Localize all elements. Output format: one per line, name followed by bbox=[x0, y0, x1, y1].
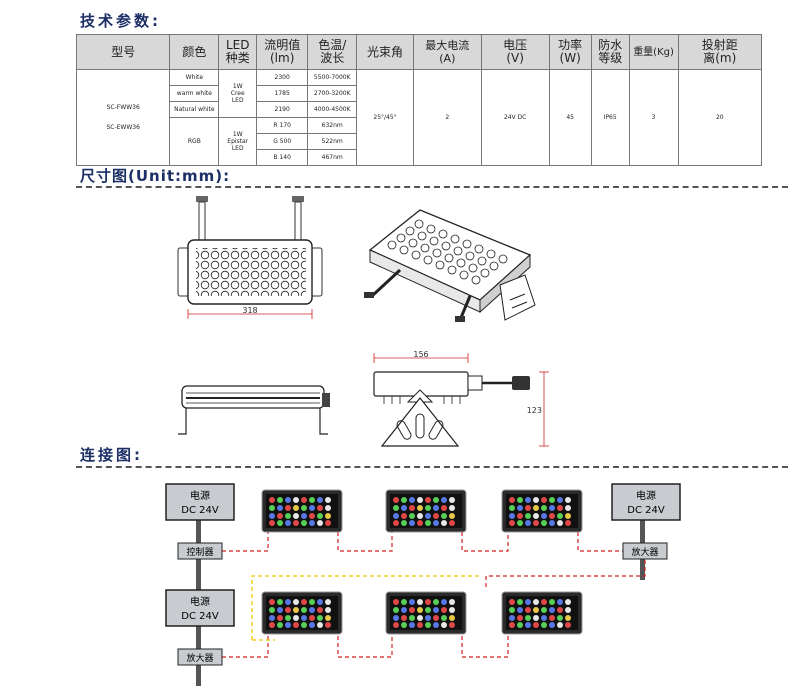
header-led-type: LED 种类 bbox=[218, 34, 258, 70]
power-box-voltage: DC 24V bbox=[181, 505, 219, 516]
table-row: SC-FWW36 SC-EWW36 White 1W Cree LED 2300… bbox=[75, 69, 763, 166]
perspective-view-drawing bbox=[364, 209, 536, 322]
specs-title: 技术参数: bbox=[80, 12, 161, 30]
header-color: 颜色 bbox=[169, 34, 220, 70]
color-cell: RGB bbox=[169, 117, 220, 166]
header-throw-distance: 投射距 离(m) bbox=[677, 34, 763, 70]
header-cct: 色温/ 波长 bbox=[307, 34, 358, 70]
throw-distance-cell: 20 bbox=[677, 69, 763, 166]
fixture-row-2 bbox=[261, 591, 583, 635]
fixture-row-1 bbox=[261, 489, 583, 533]
wiring-divider bbox=[76, 466, 788, 468]
dimension-divider bbox=[76, 186, 788, 188]
led-fixture bbox=[261, 489, 343, 533]
header-weight: 重量(Kg) bbox=[628, 34, 679, 70]
power-box-label: 电源 bbox=[636, 489, 656, 502]
led-lens-array bbox=[196, 248, 306, 296]
power-box-label: 电源 bbox=[190, 595, 210, 608]
spec-table: 型号 颜色 LED 种类 流明值 (lm) 色温/ 波长 光束角 最大电流 (A… bbox=[75, 34, 763, 166]
front-view-drawing bbox=[177, 196, 323, 319]
table-row: Natural white 2190 4000-4500K bbox=[77, 101, 762, 118]
dimension-title: 尺寸图(Unit:mm): bbox=[80, 167, 231, 185]
header-model: 型号 bbox=[75, 34, 171, 70]
table-header-row: 型号 颜色 LED 种类 流明值 (lm) 色温/ 波长 光束角 最大电流 (A… bbox=[75, 34, 763, 70]
table-row: RGB 1W Epistar LED R 170 632nm bbox=[77, 117, 762, 166]
header-beam-angle: 光束角 bbox=[356, 34, 414, 70]
power-supply-box: 电源 DC 24V bbox=[165, 589, 235, 627]
power-box-voltage: DC 24V bbox=[627, 505, 665, 516]
voltage-cell: 24V DC bbox=[480, 69, 550, 166]
amplifier-box: 放大器 bbox=[622, 542, 668, 560]
weight-cell: 3 bbox=[628, 69, 679, 166]
amplifier-box: 放大器 bbox=[177, 648, 223, 666]
led-fixture bbox=[385, 489, 467, 533]
power-supply-box: 电源 DC 24V bbox=[165, 483, 235, 521]
power-box-label: 电源 bbox=[190, 489, 210, 502]
amplifier-label: 放大器 bbox=[631, 546, 658, 558]
led-type-cell: 1W Epistar LED bbox=[218, 117, 258, 166]
model-name: SC-EWW36 bbox=[106, 123, 140, 131]
table-row: G 500 522nm bbox=[77, 133, 762, 150]
lumen-cell: 1785 bbox=[256, 85, 309, 102]
cct-cell: 467nm bbox=[307, 149, 358, 166]
power-supply-box: 电源 DC 24V bbox=[611, 483, 681, 521]
header-max-current: 最大电流 (A) bbox=[412, 34, 482, 70]
model-cell: SC-FWW36 SC-EWW36 bbox=[75, 69, 171, 166]
controller-label: 控制器 bbox=[186, 546, 213, 558]
led-fixture bbox=[385, 591, 467, 635]
amplifier-label: 放大器 bbox=[186, 652, 213, 664]
beam-angle-cell: 25°/45° bbox=[356, 69, 414, 166]
power-cell: 45 bbox=[548, 69, 592, 166]
dimension-side-height-label: 123 bbox=[527, 406, 542, 415]
dimension-width-label: 318 bbox=[242, 306, 257, 315]
led-fixture bbox=[261, 591, 343, 635]
power-box-voltage: DC 24V bbox=[181, 611, 219, 622]
model-name: SC-FWW36 bbox=[106, 103, 140, 111]
header-lumen: 流明值 (lm) bbox=[256, 34, 309, 70]
controller-box: 控制器 bbox=[177, 542, 223, 560]
led-fixture bbox=[501, 591, 583, 635]
max-current-cell: 2 bbox=[412, 69, 482, 166]
signal-wires bbox=[222, 532, 646, 658]
dimension-side-width-label: 156 bbox=[413, 350, 428, 359]
header-ip: 防水 等级 bbox=[590, 34, 630, 70]
power-wires bbox=[251, 575, 482, 641]
header-voltage: 电压 (V) bbox=[480, 34, 550, 70]
led-fixture bbox=[501, 489, 583, 533]
wiring-title: 连接图: bbox=[80, 446, 143, 464]
table-row: warm white 1785 2700-3200K bbox=[77, 85, 762, 102]
lumen-cell: B 140 bbox=[256, 149, 309, 166]
header-power: 功率 (W) bbox=[548, 34, 592, 70]
table-row: B 140 467nm bbox=[77, 149, 762, 166]
side-view-drawing bbox=[373, 353, 549, 447]
top-view-drawing bbox=[178, 385, 330, 435]
